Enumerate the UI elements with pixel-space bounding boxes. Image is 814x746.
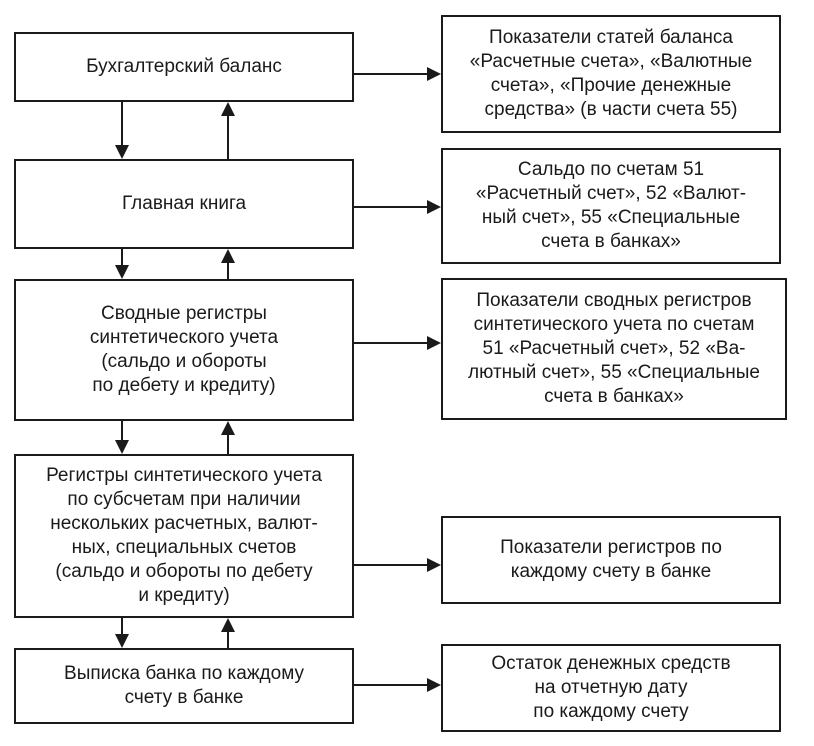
box-summary-registers: Сводные регистры синтетического учета (с… [14, 279, 354, 421]
box-summary-indicators: Показатели сводных регистров синтетическ… [441, 278, 787, 420]
box-bank-statement: Выписка банка по каждому счету в банке [14, 648, 354, 724]
box-register-indicators: Показатели регистров по каждому счету в … [441, 516, 781, 604]
box-ledger-balances: Сальдо по счетам 51 «Расчетный счет», 52… [441, 148, 781, 264]
box-accounting-balance: Бухгалтерский баланс [14, 32, 354, 102]
box-subaccount-registers: Регистры синтетического учета по субсчет… [14, 454, 354, 618]
box-balance-indicators: Показатели статей баланса «Расчетные сче… [441, 15, 781, 133]
box-cash-balance: Остаток денежных средств на отчетную дат… [441, 644, 781, 732]
box-general-ledger: Главная книга [14, 159, 354, 249]
